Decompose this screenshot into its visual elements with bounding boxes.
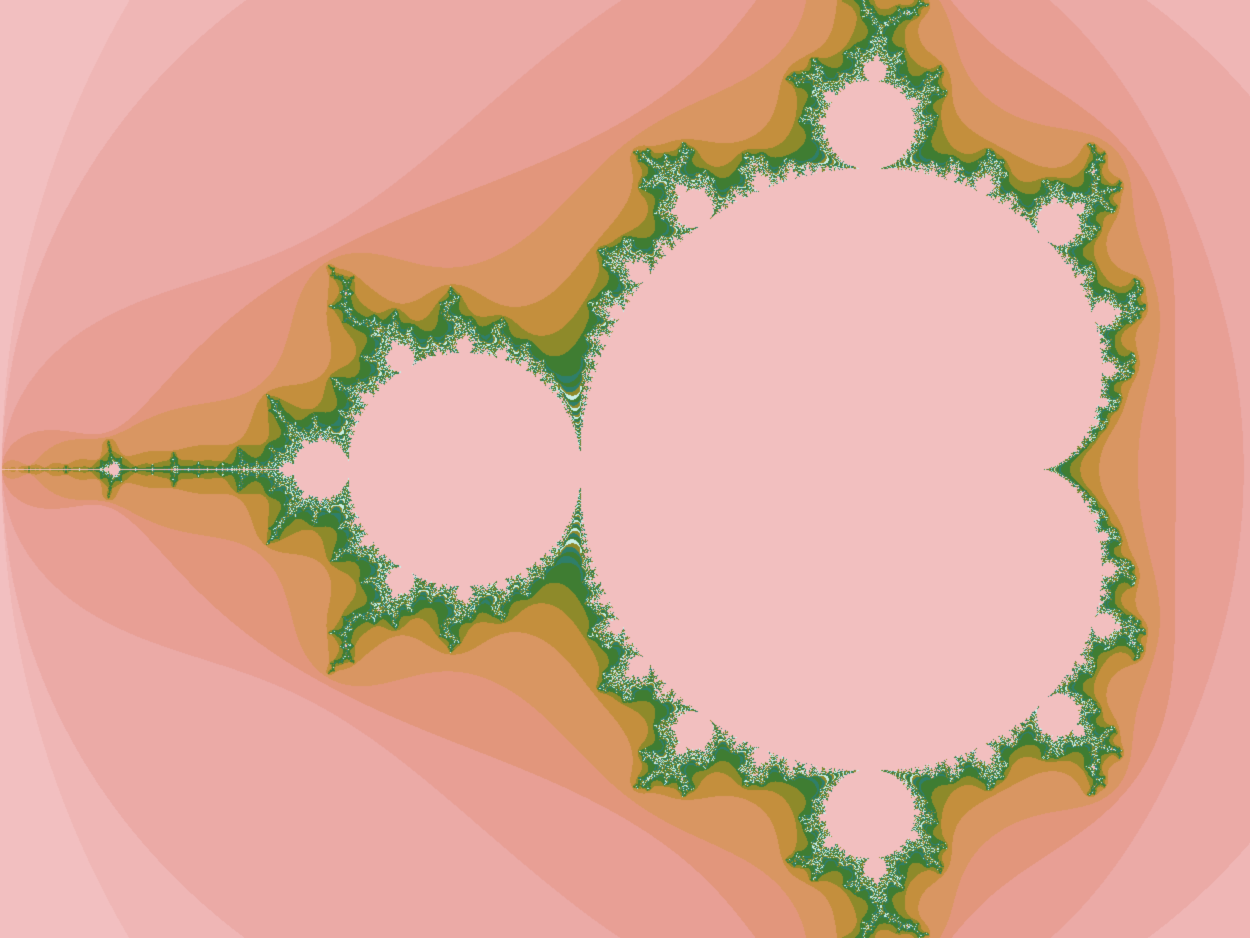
mandelbrot-fractal-image bbox=[0, 0, 1250, 938]
mandelbrot-fractal-view bbox=[0, 0, 1250, 938]
